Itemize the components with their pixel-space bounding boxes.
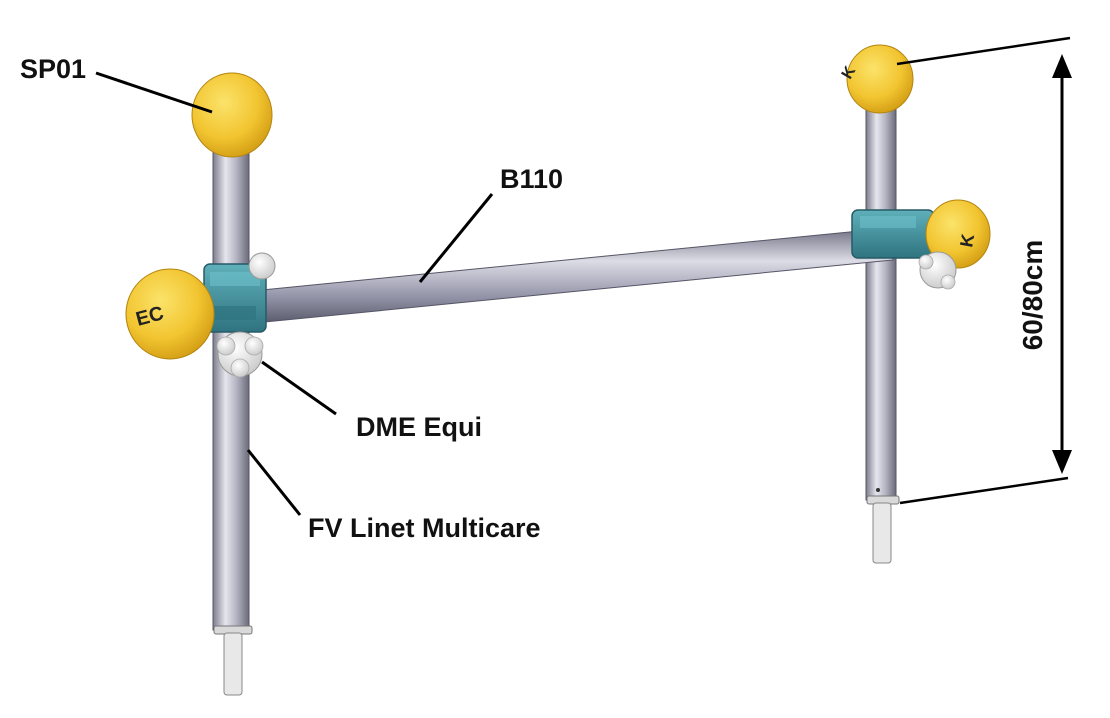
dimension-label: 60/80cm: [1017, 239, 1048, 351]
sp01-label: SP01: [20, 54, 87, 84]
right-pole: [865, 107, 900, 564]
right-middle-ball: K: [925, 199, 991, 269]
right-top-ball: K: [839, 44, 914, 114]
left-middle-ball: EC: [125, 268, 215, 360]
b110-leader-line: [418, 193, 494, 283]
right-knob: [918, 251, 957, 290]
right-clamp: [851, 209, 935, 259]
b110-label: B110: [500, 164, 564, 194]
dme-leader-line: [261, 360, 337, 416]
sp01-leader-line: [95, 71, 213, 114]
b110-bar: [261, 227, 894, 323]
left-pole: [212, 149, 253, 696]
ball-print-right-mid: K: [956, 232, 978, 248]
dimension-marker: [896, 36, 1072, 505]
left-top-ball: [191, 72, 273, 158]
left-dme-knob: [216, 331, 264, 378]
fv-leader-line: [246, 449, 302, 516]
fv-linet-label: FV Linet Multicare: [308, 513, 541, 543]
left-clamp: [203, 263, 267, 333]
left-upper-knob: [248, 252, 276, 280]
dme-equi-label: DME Equi: [356, 412, 482, 442]
